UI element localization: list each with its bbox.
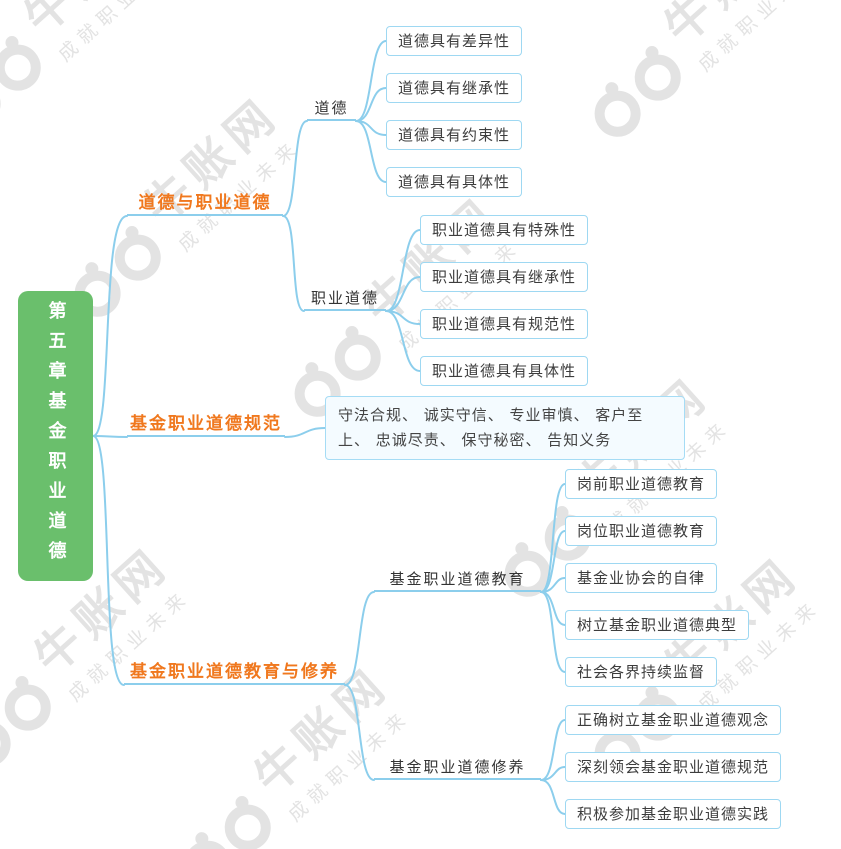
leaf-topic[interactable]: 正确树立基金职业道德观念 (565, 705, 782, 735)
branch-fund-ethics-education-cultivation[interactable]: 基金职业道德教育与修养 (124, 661, 345, 685)
root-topic[interactable]: 第五章基金职业道德 (18, 291, 93, 581)
leaf-topic[interactable]: 职业道德具有具体性 (420, 356, 589, 386)
note-fund-ethics-standards[interactable]: 守法合规、 诚实守信、 专业审慎、 客户至上、 忠诚尽责、 保守秘密、 告知义务 (325, 396, 685, 460)
leaf-topic[interactable]: 道德具有差异性 (386, 26, 523, 56)
leaf-topic[interactable]: 树立基金职业道德典型 (565, 610, 750, 640)
subtopic-morality[interactable]: 道德 (307, 97, 356, 121)
leaf-topic[interactable]: 岗位职业道德教育 (565, 516, 718, 546)
branch-fund-ethics-standards[interactable]: 基金职业道德规范 (127, 413, 285, 437)
leaf-topic[interactable]: 道德具有继承性 (386, 73, 523, 103)
leaf-topic[interactable]: 职业道德具有规范性 (420, 309, 589, 339)
branch-morality-and-professional-ethics[interactable]: 道德与职业道德 (127, 192, 283, 216)
leaf-topic[interactable]: 道德具有约束性 (386, 120, 523, 150)
subtopic-professional-ethics[interactable]: 职业道德 (304, 287, 386, 311)
leaf-topic[interactable]: 基金业协会的自律 (565, 563, 718, 593)
leaf-topic[interactable]: 积极参加基金职业道德实践 (565, 799, 782, 829)
leaf-topic[interactable]: 道德具有具体性 (386, 167, 523, 197)
leaf-topic[interactable]: 职业道德具有特殊性 (420, 215, 589, 245)
leaf-topic[interactable]: 职业道德具有继承性 (420, 262, 589, 292)
subtopic-fund-ethics-cultivation[interactable]: 基金职业道德修养 (374, 756, 541, 780)
leaf-topic[interactable]: 深刻领会基金职业道德规范 (565, 752, 782, 782)
leaf-topic[interactable]: 社会各界持续监督 (565, 657, 718, 687)
subtopic-fund-ethics-education[interactable]: 基金职业道德教育 (374, 568, 541, 592)
leaf-topic[interactable]: 岗前职业道德教育 (565, 469, 718, 499)
